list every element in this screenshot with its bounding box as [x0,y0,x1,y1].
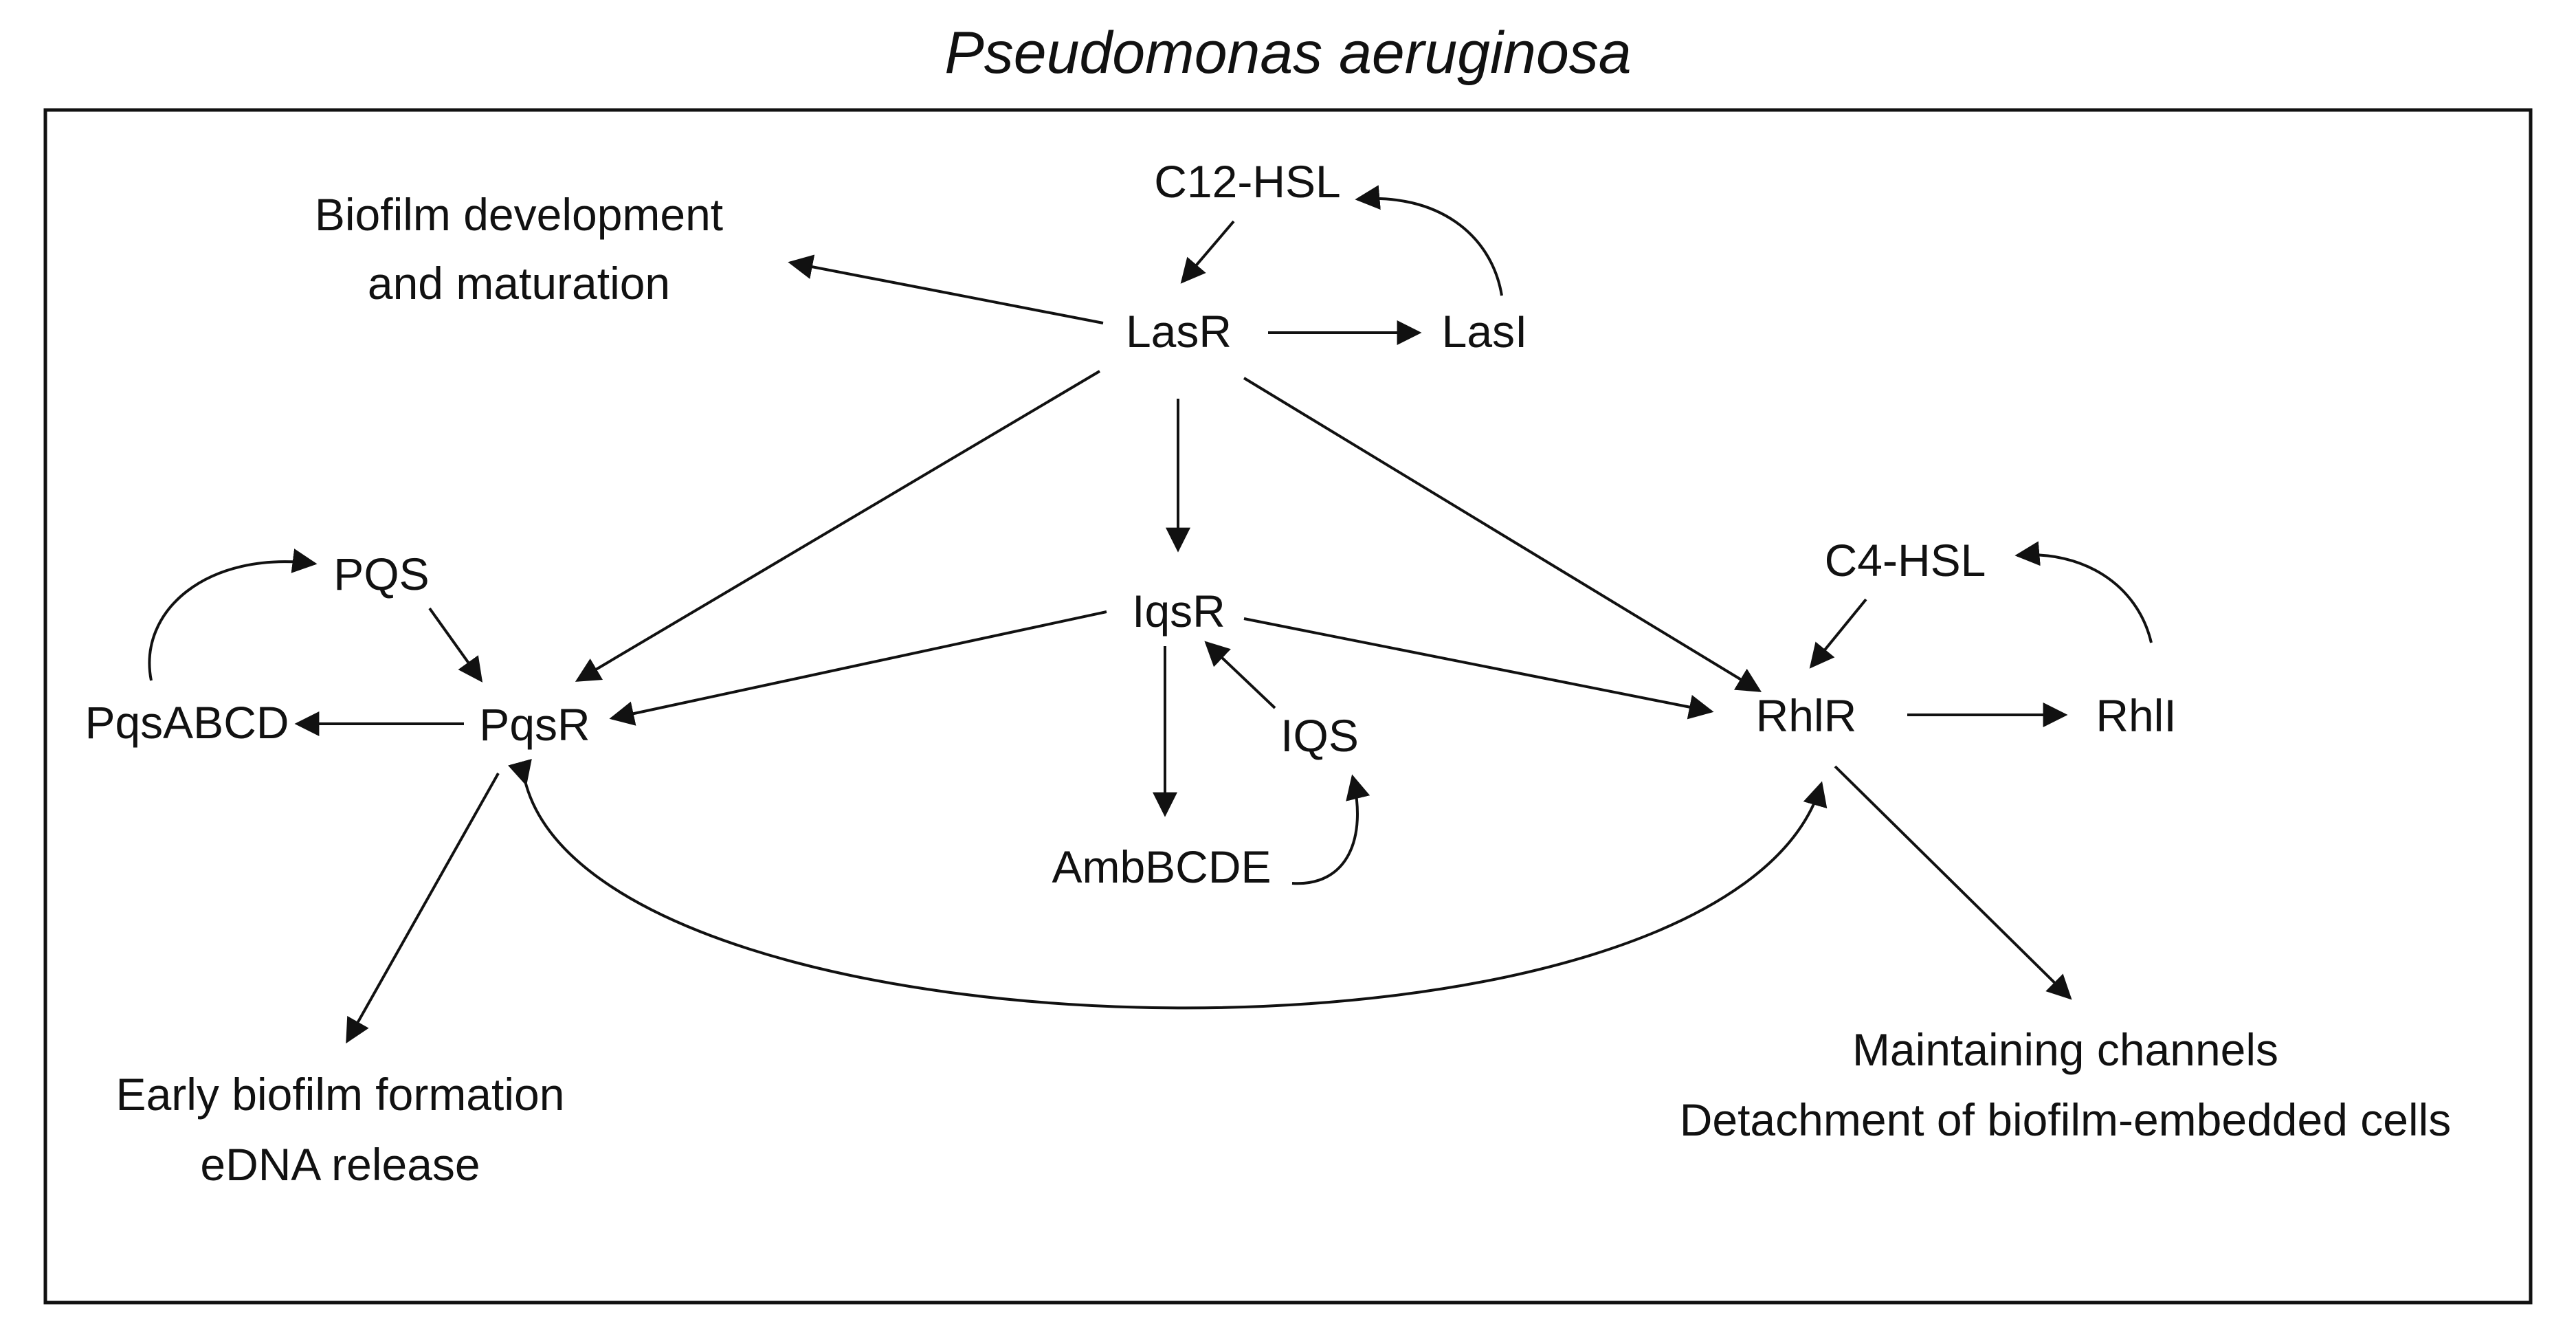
outcome-biofilm-dev-line-2: and maturation [368,258,670,309]
node-lasr: LasR [1126,306,1232,357]
edge-c4hsl-rhlr [1809,598,1867,669]
node-c12hsl: C12-HSL [1154,156,1340,207]
edge-rhli-c4hsl [2014,541,2153,643]
edge-lasi-c12hsl [1355,185,1503,296]
node-lasi: LasI [1442,306,1528,357]
edges [148,185,2153,1044]
node-c4hsl: C4-HSL [1825,535,1986,586]
diagram-frame [43,108,2533,1305]
outcome-early-biofilm-line-1: Early biofilm formation [116,1069,565,1120]
edge-iqs-iqsr [1204,641,1276,709]
node-pqsabcd: PqsABCD [85,697,289,748]
edge-iqsr-pqsr [609,610,1107,726]
edge-iqsr-rhlr [1243,617,1714,720]
diagram-title: Pseudomonas aeruginosa [944,20,1631,86]
node-ambbcde: AmbBCDE [1052,841,1271,892]
node-iqs: IQS [1280,710,1359,761]
outcomes: Biofilm development and maturation Early… [116,189,2452,1190]
edge-c12hsl-lasr [1180,220,1235,284]
edge-lasr-pqsr [575,370,1101,682]
edge-lasr-rhlr [1243,377,1762,692]
node-rhli: RhlI [2096,690,2176,741]
node-pqsr: PqsR [479,699,590,750]
outcome-channels-line-1: Maintaining channels [1852,1024,2278,1075]
edge-rhlr-channels [1834,765,2072,1000]
edge-pqsabcd-pqs [148,549,318,681]
node-rhlr: RhlR [1756,690,1857,741]
outcome-early-biofilm-line-2: eDNA release [200,1139,480,1190]
outcome-channels-line-2: Detachment of biofilm-embedded cells [1680,1094,2452,1145]
outcome-biofilm-dev-line-1: Biofilm development [315,189,723,240]
node-pqs: PQS [333,549,429,599]
edge-ambbcde-iqs [1291,774,1370,885]
nodes: C12-HSL LasR LasI IqsR IQS AmbBCDE PQS P… [85,156,2176,892]
edge-pqs-pqsr [428,607,483,683]
node-iqsr: IqsR [1132,586,1225,637]
edge-lasr-biofilm-dev [788,254,1104,324]
edge-pqsr-rhlr-mutual [507,758,1828,1010]
edge-pqsr-early-biofilm [346,773,500,1044]
